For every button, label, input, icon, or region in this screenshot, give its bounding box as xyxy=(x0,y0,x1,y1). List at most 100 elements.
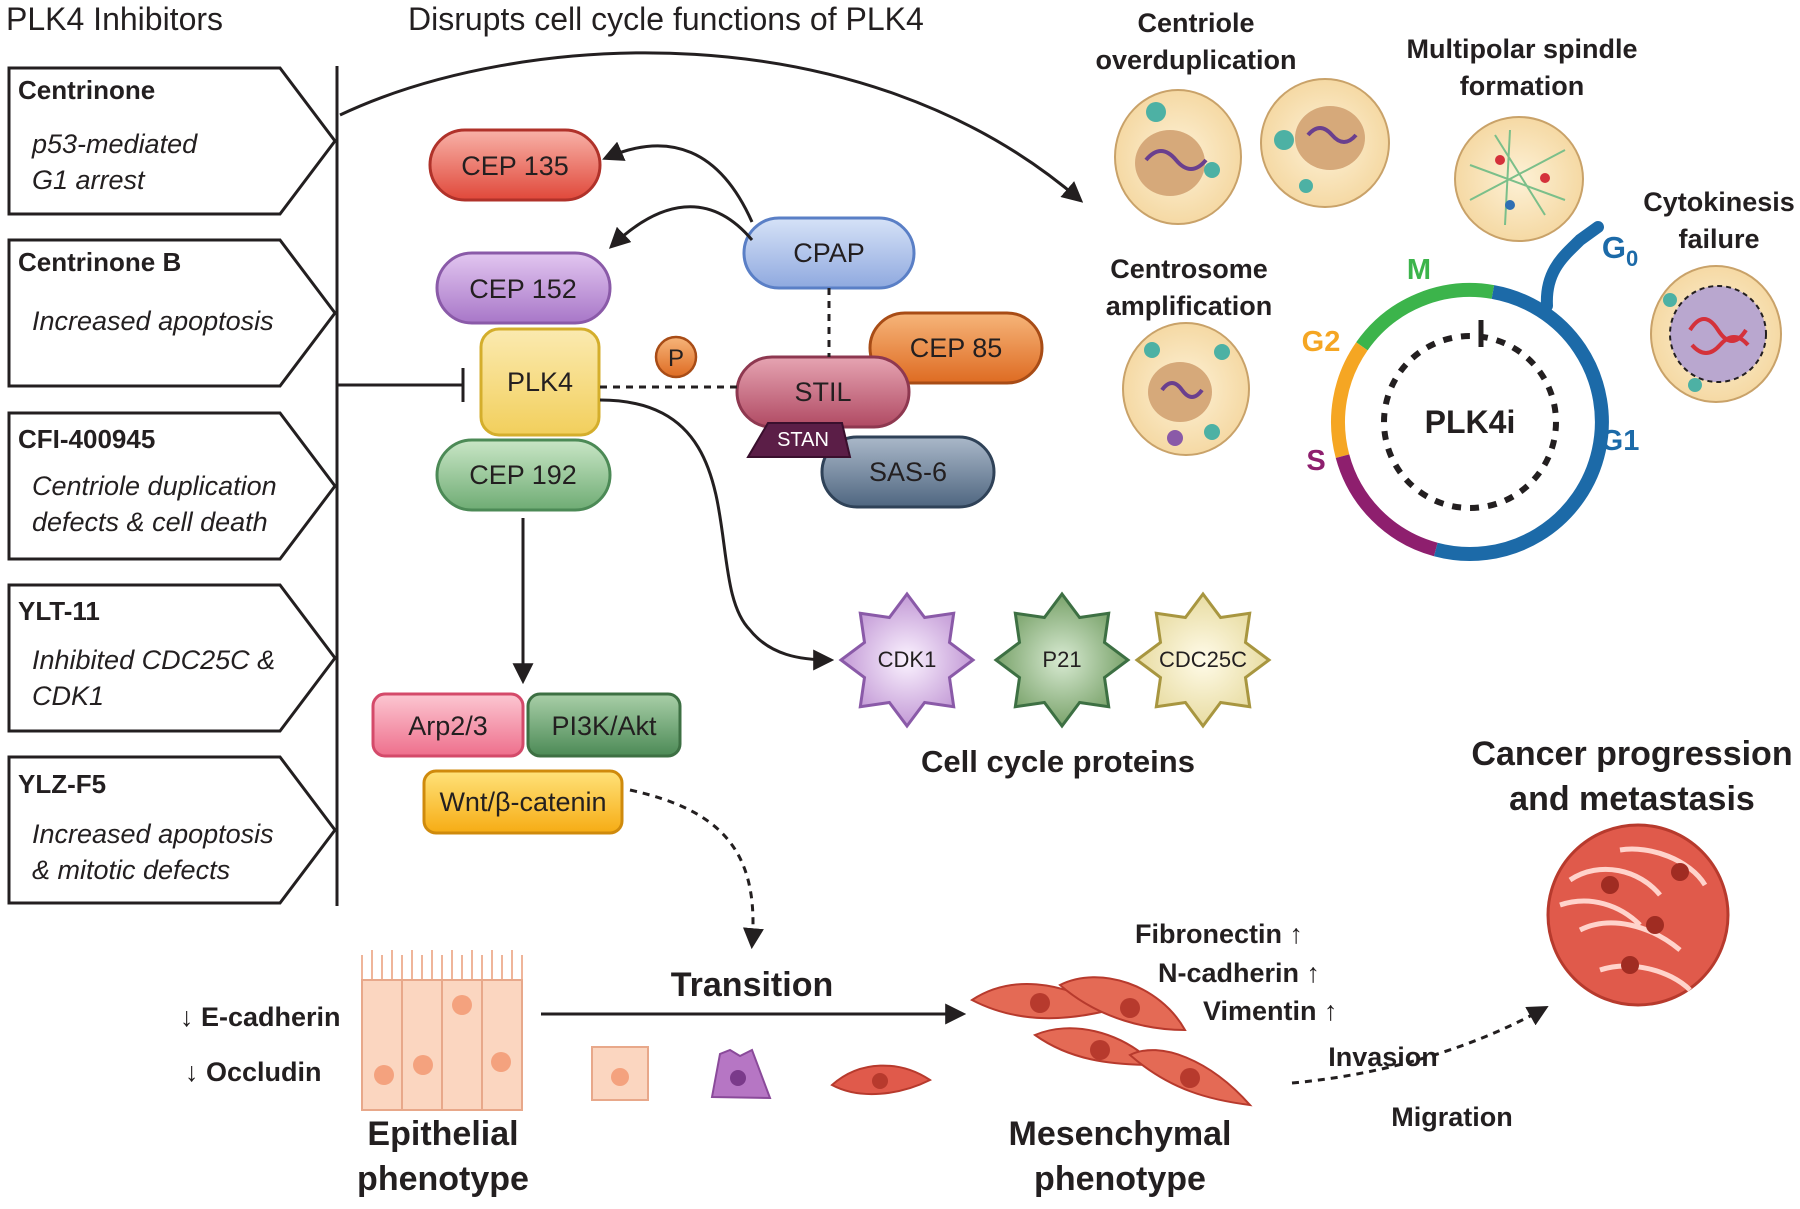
pill-cep192: CEP 192 xyxy=(435,438,612,512)
svg-text:SAS-6: SAS-6 xyxy=(869,457,947,487)
svg-text:CEP 135: CEP 135 xyxy=(461,151,569,181)
arrow-wnt-transition xyxy=(629,788,764,950)
pill-wnt: Wnt/β-catenin xyxy=(422,769,624,835)
invasion-migration-arrow xyxy=(1291,1005,1549,1085)
cell-centriole-overduplication-1 xyxy=(1114,89,1242,225)
epithelial-cells xyxy=(361,950,523,1111)
inhibitor-name: YLZ-F5 xyxy=(18,769,106,799)
inhibitor-box-ylt-11: YLT-11 Inhibited CDC25C & CDK1 xyxy=(7,583,337,733)
mesenchymal-label-2: phenotype xyxy=(1034,1160,1206,1198)
cell-centrosome-amplification xyxy=(1122,322,1250,456)
phospho-badge: P xyxy=(654,335,698,379)
inhibitor-effect: Increased apoptosis xyxy=(32,306,274,336)
cancer-label-1: Cancer progression xyxy=(1471,735,1792,773)
svg-text:CPAP: CPAP xyxy=(793,238,865,268)
inhibitor-effect: Increased apoptosis xyxy=(32,819,274,849)
mesenchymal-label-1: Mesenchymal xyxy=(1009,1115,1232,1153)
arrow-cpap-cep135 xyxy=(602,141,754,223)
centrosome-label-1: Centrosome xyxy=(1110,254,1268,284)
plk4i-dashed-circle xyxy=(1381,333,1559,511)
pill-stil: STIL xyxy=(735,355,911,429)
pill-cep152: CEP 152 xyxy=(435,251,612,325)
inhibitor-name: Centrinone xyxy=(18,75,155,105)
svg-text:P: P xyxy=(668,345,684,372)
phase-label-g0: G0 xyxy=(1602,230,1638,271)
multipolar-label-2: formation xyxy=(1460,71,1585,101)
inhibitor-box-centrinone: Centrinone p53-mediated G1 arrest xyxy=(7,66,337,216)
svg-text:CEP 85: CEP 85 xyxy=(910,333,1003,363)
star-cdk1: CDK1 xyxy=(838,591,976,729)
tumor-cluster xyxy=(1546,823,1730,1007)
vimentin-label: Vimentin ↑ xyxy=(1203,996,1338,1026)
centrosome-label-2: amplification xyxy=(1106,291,1273,321)
inhibitor-effect: Inhibited CDC25C & xyxy=(32,645,275,675)
mesenchymal-cells xyxy=(970,976,1253,1107)
inhibitor-effect: G1 arrest xyxy=(32,165,146,195)
svg-text:STAN: STAN xyxy=(777,429,829,451)
svg-text:CDK1: CDK1 xyxy=(878,647,937,672)
svg-text:STIL: STIL xyxy=(794,377,851,407)
inhibitor-box-cfi-400945: CFI-400945 Centriole duplication defects… xyxy=(7,411,337,561)
arrow-cpap-cep152 xyxy=(608,205,754,249)
arrow-to-phenotypes xyxy=(339,51,1084,203)
migration-label: Migration xyxy=(1391,1102,1513,1132)
cytokinesis-label-2: failure xyxy=(1678,224,1759,254)
cell-multipolar-spindle xyxy=(1454,116,1584,242)
svg-text:P21: P21 xyxy=(1042,647,1081,672)
inhibitor-name: CFI-400945 xyxy=(18,424,155,454)
phase-arc-g1 xyxy=(1434,285,1609,561)
fibronectin-label: Fibronectin ↑ xyxy=(1135,919,1303,949)
disrupts-title: Disrupts cell cycle functions of PLK4 xyxy=(408,1,924,37)
pill-arp23: Arp2/3 xyxy=(371,692,525,758)
multipolar-label-1: Multipolar spindle xyxy=(1406,34,1637,64)
inhibitor-name: Centrinone B xyxy=(18,247,181,277)
pill-plk4: PLK4 xyxy=(479,327,601,437)
phase-arc-g2 xyxy=(1331,342,1368,459)
phase-label-g1: G1 xyxy=(1601,425,1640,457)
inhibitor-name: YLT-11 xyxy=(18,596,100,626)
inhibitor-effect: Centriole duplication xyxy=(32,471,277,501)
cytokinesis-label-1: Cytokinesis xyxy=(1643,187,1795,217)
inhibitor-box-centrinone-b: Centrinone B Increased apoptosis xyxy=(7,238,337,388)
cell-centriole-overduplication-2 xyxy=(1260,78,1390,208)
svg-text:CDC25C: CDC25C xyxy=(1159,647,1247,672)
inhibitors-title: PLK4 Inhibitors xyxy=(6,1,223,37)
g0-exit-arc xyxy=(1540,221,1604,312)
phase-label-m: M xyxy=(1407,254,1431,286)
inhibitor-effect: p53-mediated xyxy=(31,129,198,159)
transition-label: Transition xyxy=(671,966,833,1004)
pill-sas6: SAS-6 xyxy=(820,435,996,509)
epithelial-label-1: Epithelial xyxy=(367,1115,518,1153)
occludin-label: ↓ Occludin xyxy=(185,1057,322,1087)
pill-cpap: CPAP xyxy=(742,216,916,290)
centriole-label-2: overduplication xyxy=(1095,45,1296,75)
transition-cells xyxy=(591,1046,932,1101)
centriole-label-1: Centriole xyxy=(1137,8,1254,38)
ncadherin-label: N-cadherin ↑ xyxy=(1158,958,1320,988)
star-cdc25c: CDC25C xyxy=(1134,591,1272,729)
pill-cep135: CEP 135 xyxy=(428,128,602,202)
star-p21: P21 xyxy=(993,591,1131,729)
cell-cytokinesis-failure xyxy=(1650,265,1782,403)
invasion-label: Invasion xyxy=(1328,1042,1438,1072)
svg-text:PLK4: PLK4 xyxy=(507,367,573,397)
cancer-label-2: and metastasis xyxy=(1509,780,1755,818)
epithelial-label-2: phenotype xyxy=(357,1160,529,1198)
cell-cycle-ring: PLK4i M G2 S G1 G0 xyxy=(1302,221,1640,561)
inhibitor-box-ylz-f5: YLZ-F5 Increased apoptosis & mitotic def… xyxy=(7,755,337,905)
svg-text:Wnt/β-catenin: Wnt/β-catenin xyxy=(439,787,606,817)
plk4i-label: PLK4i xyxy=(1425,404,1516,440)
cell-cycle-proteins-label: Cell cycle proteins xyxy=(921,744,1195,779)
svg-text:Arp2/3: Arp2/3 xyxy=(408,711,488,741)
phase-label-s: S xyxy=(1306,445,1325,477)
inhibitor-effect: CDK1 xyxy=(32,681,104,711)
pill-cep85: CEP 85 xyxy=(868,311,1044,385)
arrow-plk4-cellcycle xyxy=(599,398,835,671)
phase-arc-s xyxy=(1335,454,1438,557)
pill-pi3k-akt: PI3K/Akt xyxy=(526,692,682,758)
phase-arc-m xyxy=(1356,283,1495,351)
inhibitor-effect: & mitotic defects xyxy=(32,855,230,885)
svg-text:CEP 192: CEP 192 xyxy=(469,460,577,490)
